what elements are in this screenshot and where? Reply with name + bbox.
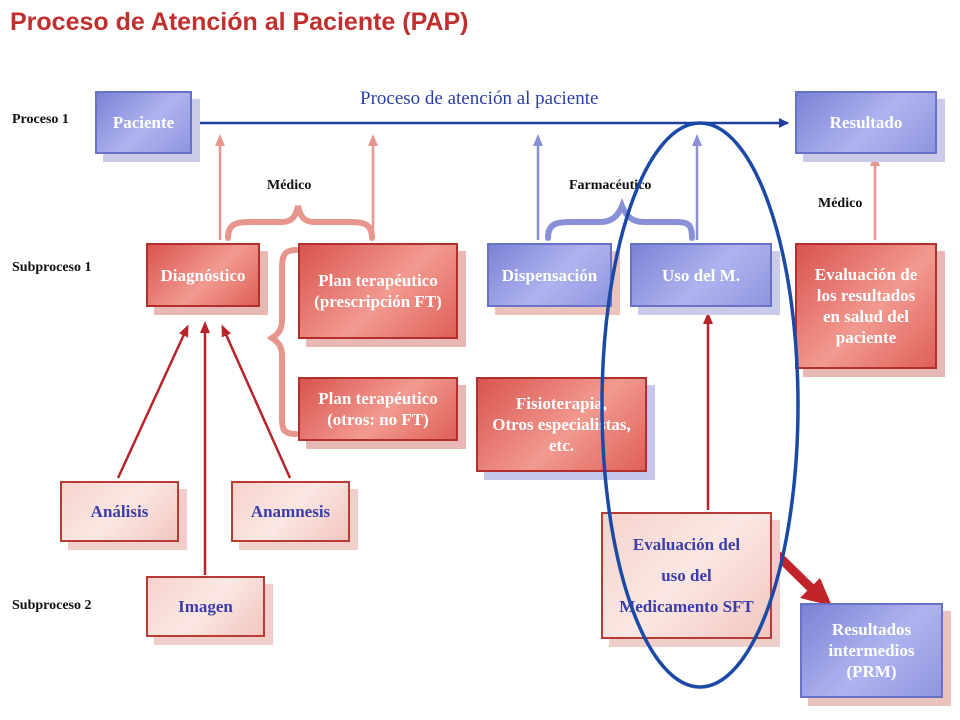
box-plan-ft-line1: Plan terapéutico bbox=[318, 271, 438, 290]
box-anamnesis: Anamnesis bbox=[231, 481, 350, 542]
box-imagen-label: Imagen bbox=[178, 597, 233, 616]
brace-medico bbox=[225, 205, 375, 241]
box-evaluacion-uso-line2: uso del bbox=[661, 566, 712, 585]
box-evaluacion-uso-line3: Medicamento SFT bbox=[619, 597, 754, 616]
row-label-subproceso-1: Subproceso 1 bbox=[12, 260, 92, 275]
box-paciente: Paciente bbox=[95, 91, 192, 154]
arrow-analisis-diagnostico bbox=[116, 324, 189, 479]
box-resultados-intermedios-line2: intermedios bbox=[828, 641, 915, 660]
box-dispensacion-label: Dispensación bbox=[501, 265, 598, 285]
box-fisioterapia-line2: Otros especialistas, bbox=[492, 415, 631, 434]
box-imagen: Imagen bbox=[146, 576, 265, 637]
box-plan-noft-line1: Plan terapéutico bbox=[318, 389, 438, 408]
arrow-anamnesis-diagnostico bbox=[221, 324, 292, 479]
box-resultados-intermedios-line3: (PRM) bbox=[846, 662, 897, 681]
box-resultados-intermedios-line1: Resultados bbox=[831, 620, 912, 639]
box-resultado-label: Resultado bbox=[829, 113, 903, 132]
brace-plan-vertical bbox=[266, 247, 299, 437]
box-evaluacion-uso-line1: Evaluación del bbox=[632, 535, 741, 554]
box-resultados-intermedios: Resultados intermedios (PRM) bbox=[800, 603, 943, 698]
box-resultado: Resultado bbox=[795, 91, 937, 154]
actor-farmaceutico: Farmacéutico bbox=[569, 178, 652, 193]
box-fisioterapia-line1: Fisioterapia, bbox=[515, 394, 608, 413]
box-uso-label: Uso del M. bbox=[662, 265, 740, 285]
box-evaluacion-uso: Evaluación del uso del Medicamento SFT bbox=[601, 512, 772, 639]
box-plan-ft-line2: (prescripción FT) bbox=[314, 292, 442, 311]
box-diagnostico: Diagnóstico bbox=[146, 243, 260, 307]
box-evaluacion-resultados-line1: Evaluación de bbox=[814, 265, 918, 284]
flow-label: Proceso de atención al paciente bbox=[360, 88, 599, 109]
box-plan-noft-line2: (otros: no FT) bbox=[327, 410, 429, 429]
box-evaluacion-resultados-line2: los resultados bbox=[816, 286, 916, 305]
box-evaluacion-resultados: Evaluación de los resultados en salud de… bbox=[795, 243, 937, 369]
box-paciente-label: Paciente bbox=[112, 113, 175, 132]
actor-medico-left: Médico bbox=[267, 178, 312, 193]
row-label-subproceso-2: Subproceso 2 bbox=[12, 598, 92, 613]
box-fisioterapia: Fisioterapia, Otros especialistas, etc. bbox=[476, 377, 647, 472]
box-anamnesis-label: Anamnesis bbox=[250, 502, 331, 521]
box-diagnostico-label: Diagnóstico bbox=[160, 265, 246, 285]
arrow-prm-head bbox=[800, 578, 832, 606]
box-dispensacion: Dispensación bbox=[487, 243, 612, 307]
box-uso: Uso del M. bbox=[630, 243, 772, 307]
box-evaluacion-resultados-line4: paciente bbox=[835, 328, 897, 347]
page-title: Proceso de Atención al Paciente (PAP) bbox=[10, 8, 469, 36]
box-fisioterapia-line3: etc. bbox=[548, 436, 574, 455]
box-plan-noft: Plan terapéutico (otros: no FT) bbox=[298, 377, 458, 441]
actor-medico-right: Médico bbox=[818, 196, 863, 211]
brace-farmaceutico bbox=[545, 197, 695, 241]
box-plan-ft: Plan terapéutico (prescripción FT) bbox=[298, 243, 458, 339]
box-analisis-label: Análisis bbox=[90, 502, 149, 521]
box-analisis: Análisis bbox=[60, 481, 179, 542]
box-evaluacion-resultados-line3: en salud del bbox=[823, 307, 909, 326]
row-label-proceso-1: Proceso 1 bbox=[12, 112, 69, 127]
